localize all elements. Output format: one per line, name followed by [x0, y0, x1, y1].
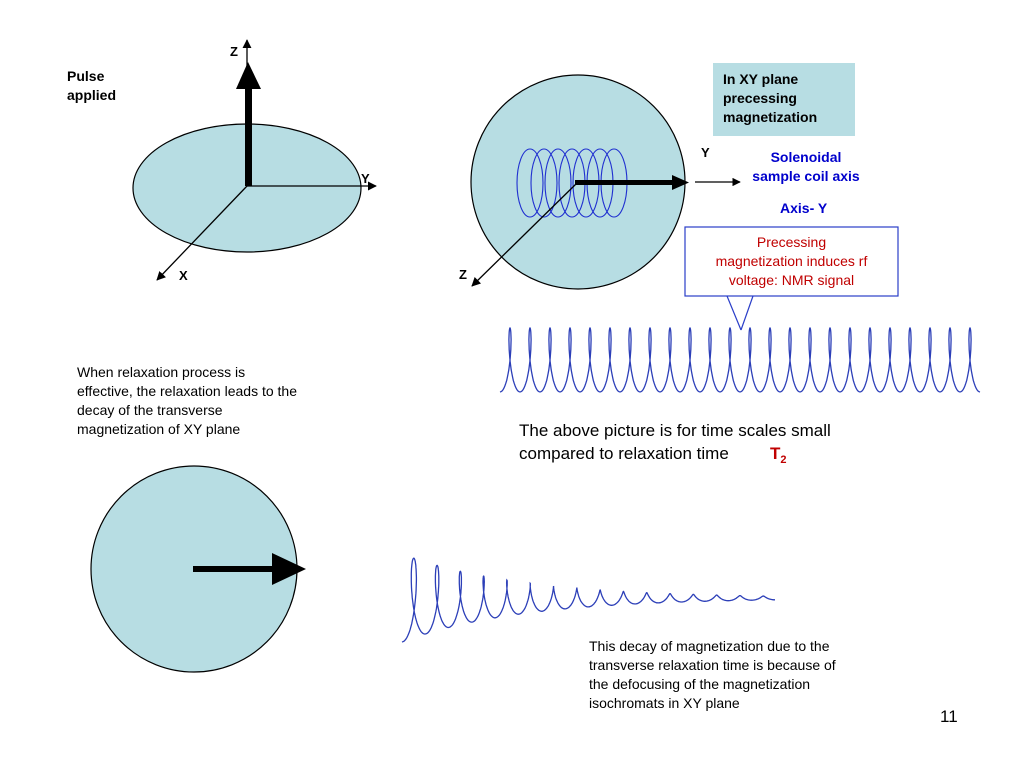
signal-box-line3: voltage: NMR signal — [728, 272, 855, 288]
magnetization-vector-xy — [575, 180, 675, 185]
callout-line1: In XY plane — [723, 71, 799, 87]
decay-line4: isochromats in XY plane — [589, 695, 740, 711]
fid-decay-wave — [401, 557, 775, 643]
xy-callout-text: In XY plane precessing magnetization — [723, 70, 817, 127]
axis-y-label: Y — [361, 171, 370, 186]
pulse-label-line2: applied — [67, 87, 117, 103]
signal-box-text: Precessing magnetization induces rf volt… — [687, 233, 896, 290]
callout-line3: magnetization — [723, 109, 818, 125]
axis-z-label-2: Z — [459, 267, 467, 282]
axis-z-label: Z — [230, 44, 238, 59]
signal-pointer — [726, 295, 742, 331]
signal-pointer-2 — [740, 295, 754, 331]
signal-box — [684, 226, 899, 297]
relaxation-line4: magnetization of XY plane — [77, 421, 241, 437]
decay-line3: the defocusing of the magnetization — [589, 676, 811, 692]
precession-diagram: Y Z — [459, 63, 899, 331]
timescale-caption: The above picture is for time scales sma… — [519, 419, 831, 465]
pulse-label: Pulse applied — [67, 67, 116, 105]
slide-number: 11 — [940, 707, 958, 726]
pulse-label-line1: Pulse — [67, 68, 105, 84]
nmr-signal-wave — [499, 326, 981, 393]
decay-line1: This decay of magnetization due to the — [589, 638, 830, 654]
t2-symbol: T — [770, 444, 781, 463]
callout-box — [713, 63, 855, 136]
decay-text: This decay of magnetization due to the t… — [589, 637, 836, 713]
decay-line2: transverse relaxation time is because of — [589, 657, 836, 673]
callout-line2: precessing — [723, 90, 797, 106]
signal-box-line2: magnetization induces rf — [715, 253, 868, 269]
magnetization-vector-head — [236, 62, 261, 89]
decay-vector — [193, 566, 275, 572]
axis-x-label: X — [179, 268, 188, 283]
timescale-line1: The above picture is for time scales sma… — [519, 421, 831, 440]
relaxation-diagram — [90, 465, 306, 673]
coil-label-line2: sample coil axis — [752, 168, 860, 184]
t2-label: T2 — [770, 444, 787, 466]
z-axis-line-2 — [471, 183, 577, 287]
magnetization-vector-xy-head — [672, 175, 689, 190]
axis-y-caption: Axis- Y — [780, 200, 828, 216]
timescale-line2: compared to relaxation time — [519, 444, 729, 463]
relaxation-text: When relaxation process is effective, th… — [77, 363, 297, 439]
coil-axis-label: Solenoidal sample coil axis — [736, 148, 876, 186]
magnetization-vector-z — [245, 86, 252, 186]
signal-box-line1: Precessing — [756, 234, 827, 250]
x-axis-line — [156, 185, 248, 281]
axis-y-label-2: Y — [701, 145, 710, 160]
coil-label-line1: Solenoidal — [770, 149, 842, 165]
relaxation-line2: effective, the relaxation leads to the — [77, 383, 297, 399]
decay-vector-head — [272, 553, 306, 585]
relaxation-line3: decay of the transverse — [77, 402, 223, 418]
relaxation-line1: When relaxation process is — [77, 364, 246, 380]
pulse-diagram: Z Y X — [132, 39, 377, 283]
t2-subscript: 2 — [780, 454, 786, 466]
